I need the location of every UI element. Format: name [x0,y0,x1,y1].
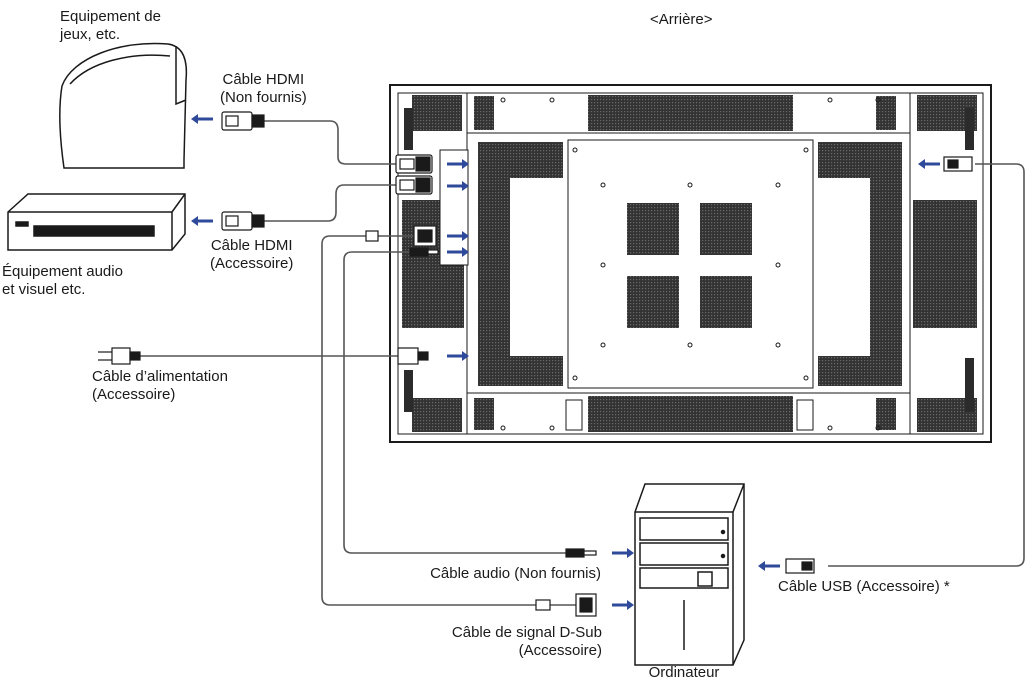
arrow-icon [758,561,780,571]
av-device-icon [7,193,186,251]
hdmi-top-label-line2: (Non fournis) [220,89,307,106]
power-cable-label-line1: Câble d’alimentation [92,368,228,385]
hdmi-bottom-label-line1: Câble HDMI [210,237,293,254]
power-cable-label-line2: (Accessoire) [92,386,176,403]
power-cable-label: Câble d’alimentation (Accessoire) [92,368,228,404]
hdmi-plug [221,111,265,131]
dsub-cable-label-line1: Câble de signal D-Sub [451,624,602,641]
game-device-label-line2: jeux, etc. [60,26,121,43]
power-plug-end [98,347,141,365]
dsub-plug [413,225,437,247]
hdmi-top-label-line1: Câble HDMI [222,71,305,88]
dsub-cable-label: Câble de signal D-Sub (Accessoire) [390,624,602,660]
cables [132,120,1025,606]
vent [588,396,793,432]
hdmi-cable-top [263,120,396,165]
arrow-icon [612,600,634,610]
arrow-icon [447,181,469,191]
vent [876,96,896,130]
av-device-label-line1: Équipement audio [2,263,123,280]
power-plug [397,347,429,365]
computer-tower-icon [634,483,745,666]
vent [876,398,896,430]
monitor-rear [389,84,992,443]
vent [412,398,462,432]
arrow-icon [191,114,213,124]
game-device-label: Equipement de jeux, etc. [60,8,161,44]
hdmi-plug [221,211,265,231]
vent [700,203,752,255]
vent [474,96,494,130]
computer-label: Ordinateur [648,664,720,681]
hdmi-bottom-label-line2: (Accessoire) [210,255,294,272]
hdmi-plug [395,154,433,174]
arrow-icon [447,351,469,361]
arrow-icon [191,216,213,226]
arrow-icon [918,159,940,169]
audio-cable-label: Câble audio (Non fournis) [430,565,601,582]
dsub-cable [321,235,578,606]
vent [627,203,679,255]
arrow-icon [447,159,469,169]
connectors [98,111,973,617]
hdmi-bottom-label: Câble HDMI (Accessoire) [210,237,293,273]
audio-cable [343,251,568,554]
dsub-cable-label-line2: (Accessoire) [518,642,602,659]
vent [913,200,977,328]
arrow-icon [447,231,469,241]
audio-plug [409,247,439,257]
hdmi-cable-bottom [263,184,396,222]
connector-panel [439,149,469,266]
rear-label: <Arrière> [650,11,713,28]
usb-plug [943,156,973,172]
audio-plug [565,548,597,558]
dsub-plug [535,593,597,617]
arrows [191,114,940,610]
vent [627,276,679,328]
left-c-vent [478,142,563,386]
vent [412,95,462,131]
av-device-label: Équipement audio et visuel etc. [2,263,123,299]
arrow-icon [447,247,469,257]
hdmi-plug [395,175,433,195]
game-device-label-line1: Equipement de [60,8,161,25]
hdmi-top-label: Câble HDMI (Non fournis) [220,71,307,107]
right-c-vent [818,142,902,386]
game-device-icon [59,42,188,169]
vent [474,398,494,430]
vent [700,276,752,328]
av-device-label-line2: et visuel etc. [2,281,86,298]
usb-plug [785,558,815,574]
usb-cable [828,163,1025,567]
usb-cable-label: Câble USB (Accessoire) * [778,578,950,595]
arrow-icon [612,548,634,558]
vent [588,95,793,131]
